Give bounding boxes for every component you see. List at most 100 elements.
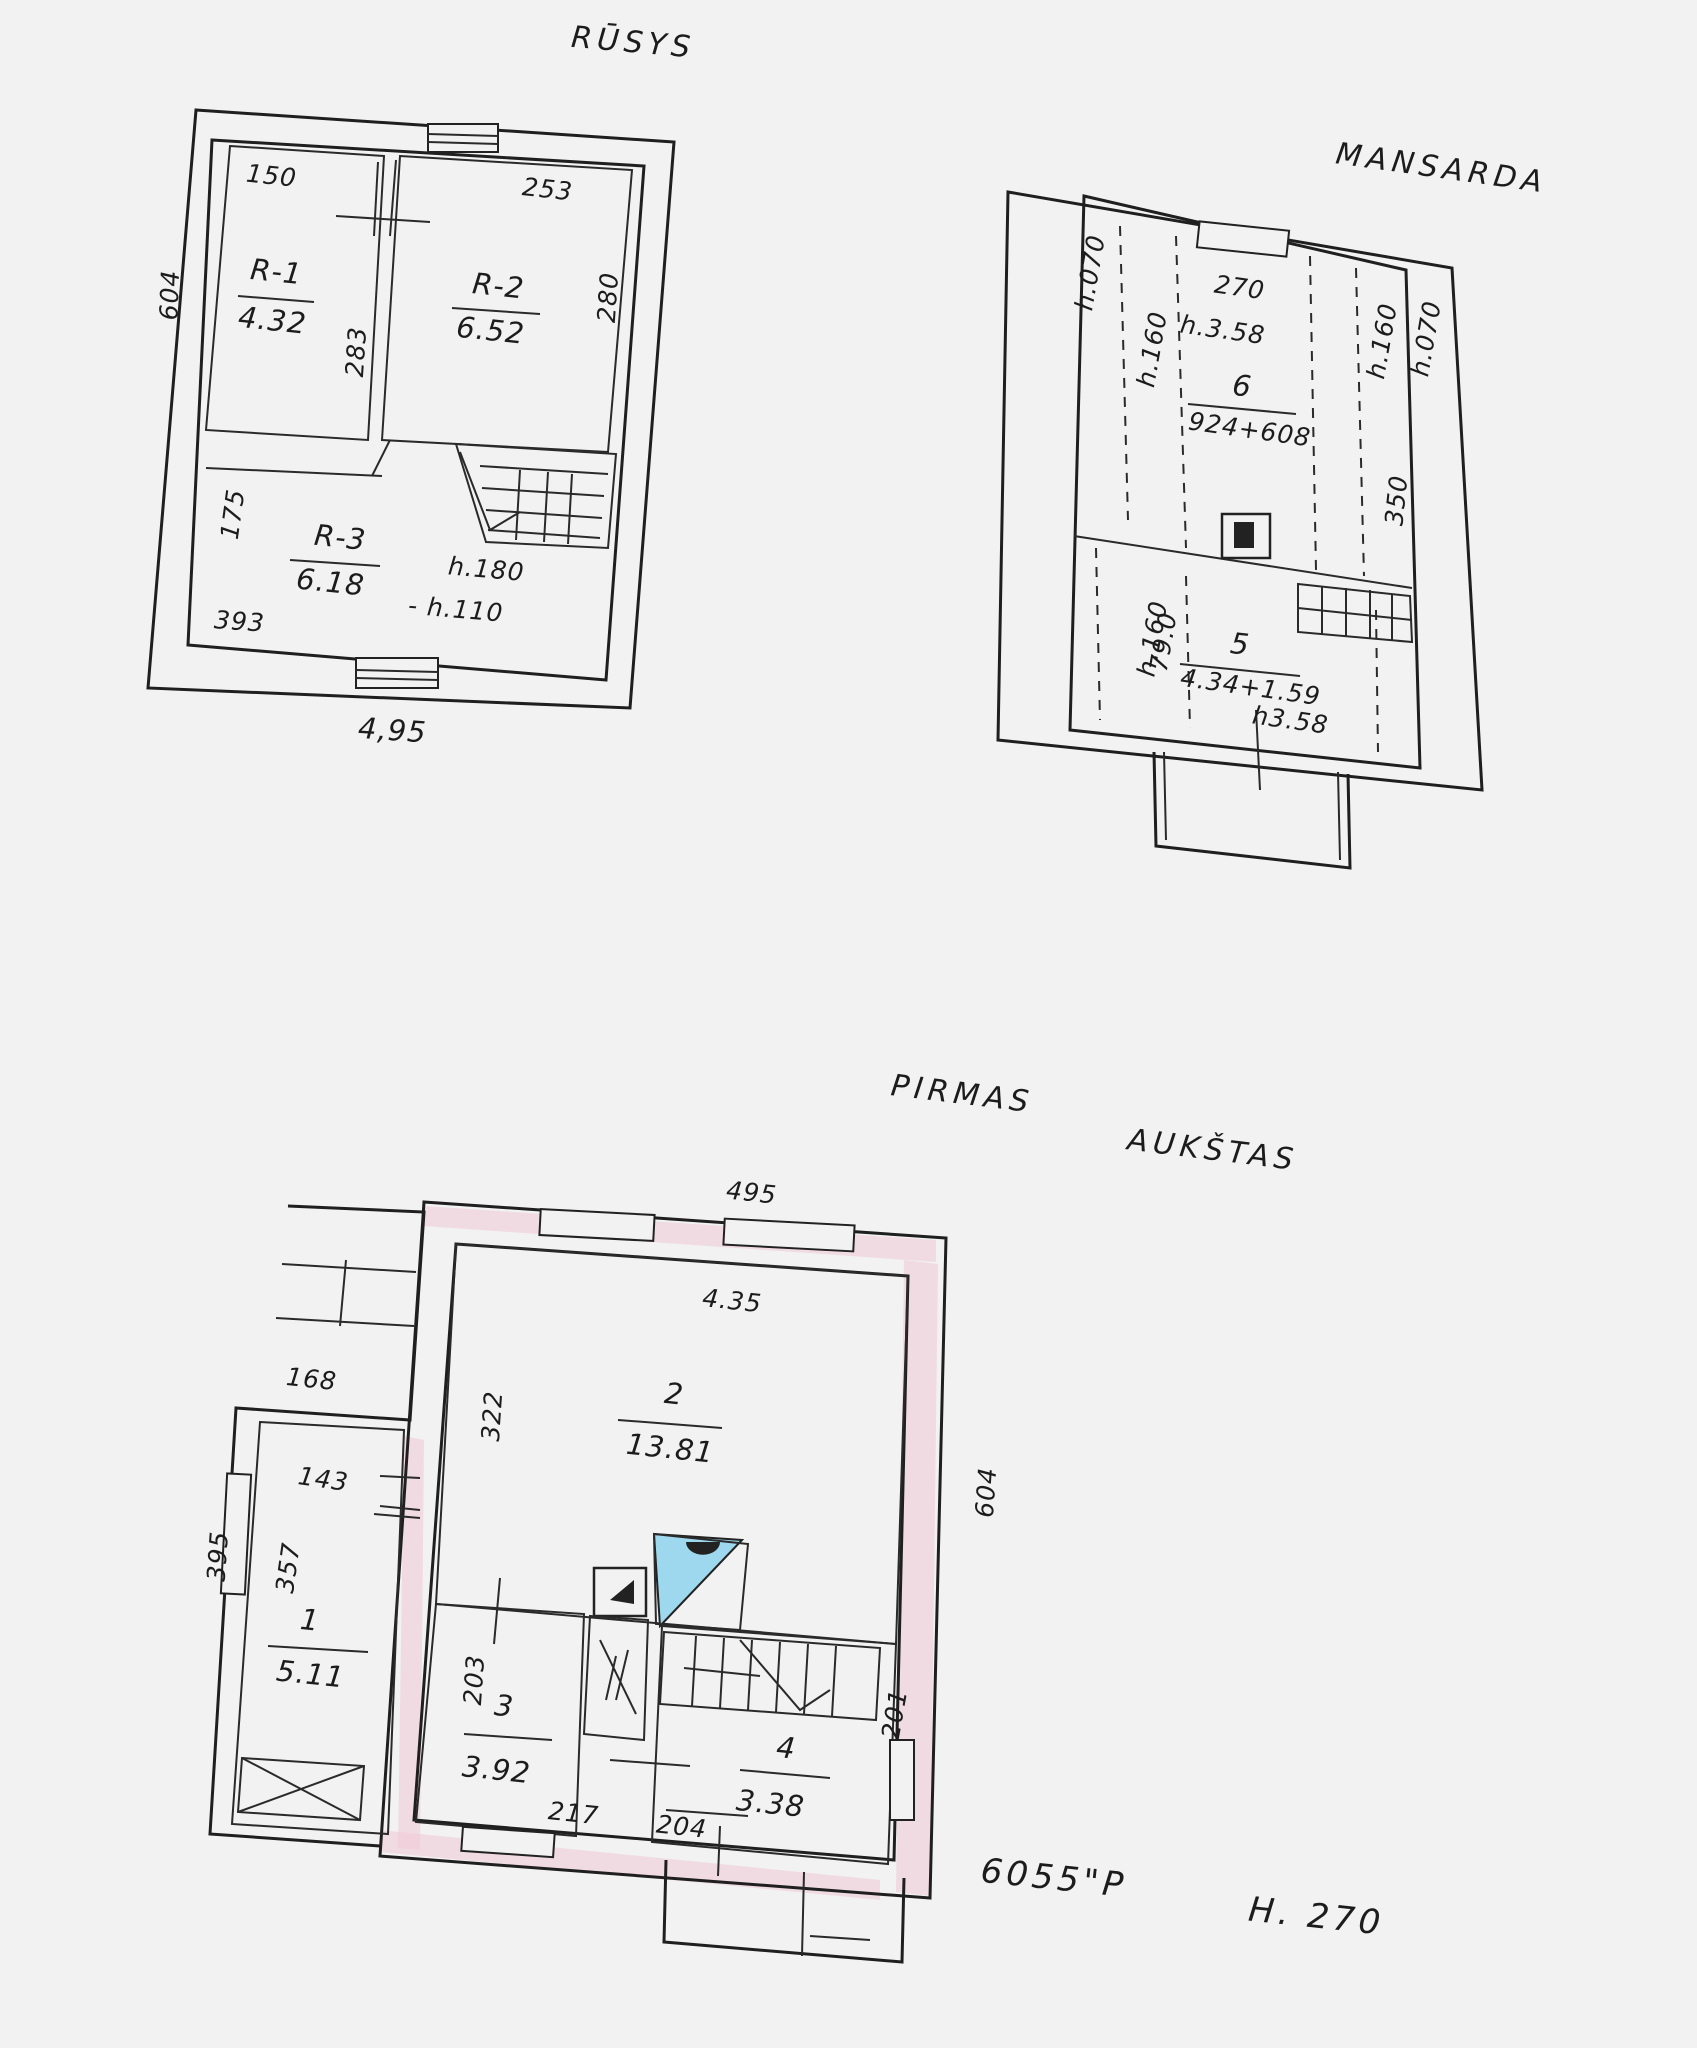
hallway-hatch: [599, 1639, 637, 1715]
attic-inner-wall: [1068, 194, 1422, 770]
attic-dashed-line-center-right: [1309, 255, 1317, 571]
room1-height-395-label: 395: [202, 1530, 234, 1583]
attic-window-top: [1195, 220, 1291, 258]
basement-height-total-label: 604: [154, 269, 185, 321]
r3-name-label: R-3: [313, 518, 368, 557]
attic-dashed-line-left: [1119, 225, 1129, 521]
room4-width-204-label: 204: [655, 1810, 708, 1844]
attic-dashed-line-right: [1355, 267, 1365, 577]
r3-area-label: 6.18: [295, 562, 367, 603]
basement-partition-1: [371, 439, 391, 477]
r3-depth-label: 175: [215, 487, 251, 541]
ground-height-total-label: 604: [970, 1466, 1002, 1519]
room3-width-217-label: 217: [547, 1796, 600, 1830]
room-r1-outline: [204, 144, 386, 442]
wall-highlight-top: [424, 1206, 936, 1262]
basement-window-bottom: [355, 657, 439, 689]
r2-name-label: R-2: [471, 266, 526, 305]
ground-window-right: [889, 1739, 915, 1821]
attic-outer-wall: [996, 190, 1484, 792]
attic-plan: MANSARDA: [996, 136, 1550, 870]
room3-name-label: 3: [493, 1688, 516, 1724]
attic-width-top-label: 270: [1213, 270, 1267, 306]
room1-name-label: 1: [299, 1602, 322, 1638]
room6-fraction-line: [1187, 403, 1297, 415]
room3-outline: [414, 1602, 586, 1838]
basement-inner-wall: [186, 138, 646, 682]
veranda-storage: [236, 1756, 366, 1822]
room3-fraction-line: [463, 1733, 553, 1741]
attic-dashed-line-bottom-left: [1095, 547, 1101, 721]
hallway-column: [582, 1614, 650, 1742]
room6-name-label: 6: [1231, 368, 1254, 404]
r3-width-label: 393: [213, 605, 266, 637]
room4-fraction-line: [739, 1769, 831, 1779]
ground-window-bottom: [460, 1825, 556, 1859]
attic-chimney: [1220, 512, 1272, 560]
room-r3-partition: [205, 467, 383, 477]
attic-dashed-line-center-left: [1175, 235, 1187, 549]
room2-area-label: 13.81: [625, 1427, 716, 1470]
r1-depth-label: 283: [340, 325, 372, 378]
wall-highlight-left: [398, 1436, 424, 1850]
ceiling-height-label: H. 270: [1247, 1890, 1387, 1944]
wall-highlight-right: [896, 1260, 938, 1896]
ground-dimension-ticks: [373, 1475, 749, 1877]
r2-depth-label: 280: [592, 271, 624, 324]
ground-window-top-2: [722, 1217, 856, 1253]
room-r2-outline: [380, 154, 634, 454]
total-area-label: 6055"P: [979, 1851, 1129, 1906]
ground-staircase: [658, 1630, 882, 1722]
attic-porch: [1152, 751, 1352, 870]
room4-name-label: 4: [775, 1730, 798, 1766]
basement-title: RŪSYS: [570, 19, 697, 66]
ground-stove: [652, 1532, 750, 1632]
room1-outline: [230, 1420, 406, 1836]
basement-staircase: [454, 442, 618, 550]
basement-height-1-label: h.180: [447, 551, 526, 587]
r1-area-label: 4.32: [237, 300, 309, 341]
ground-width-total-label: 495: [725, 1176, 778, 1210]
room4-outline: [650, 1624, 898, 1866]
basement-window-top: [427, 123, 499, 153]
basement-dimension-ticks: [335, 159, 431, 237]
room2-depth-label: 322: [476, 1390, 508, 1443]
r3-fraction-line: [289, 559, 381, 567]
ground-window-left: [219, 1472, 253, 1596]
attic-h-center-label: h.3.58: [1178, 310, 1267, 351]
basement-plan: RŪSYS 150 253 604 R-1: [146, 19, 697, 750]
veranda-outline: [208, 1204, 426, 1848]
attic-depth-right-label: 350: [1379, 474, 1413, 527]
ground-floor-plan: PIRMAS AUKŠTAS: [202, 1068, 1300, 1964]
attic-staircase: [1297, 582, 1414, 644]
basement-outer-wall: [146, 108, 676, 710]
room4-area-label: 3.38: [735, 1783, 807, 1824]
r2-fraction-line: [451, 307, 541, 315]
room5-name-label: 5: [1229, 626, 1252, 662]
veranda-width-168-label: 168: [285, 1362, 338, 1396]
attic-dashed-line-bottom-right: [1375, 609, 1379, 753]
room3-depth-label: 203: [458, 1654, 490, 1707]
room1-height-357-label: 357: [270, 1541, 306, 1595]
room3-area-label: 3.92: [461, 1749, 533, 1790]
attic-h-right-outer-label: h.070: [1405, 298, 1447, 378]
attic-room-partition: [1073, 535, 1413, 589]
room1-fraction-line: [267, 1645, 369, 1653]
r1-name-label: R-1: [249, 252, 304, 291]
room1-area-label: 5.11: [275, 1654, 347, 1695]
r1-width-label: 150: [245, 159, 298, 193]
ground-porch: [662, 1859, 906, 1964]
attic-h-left-outer-label: h.070: [1069, 232, 1111, 312]
ground-window-top-1: [538, 1207, 656, 1243]
room5-fraction-line: [1179, 663, 1301, 677]
attic-title: MANSARDA: [1334, 136, 1550, 200]
attic-h-left-inner-label: h.160: [1131, 309, 1173, 389]
attic-h-right-inner-label: h.160: [1361, 301, 1403, 381]
basement-height-2-label: - h.110: [407, 591, 505, 628]
basement-width-total-label: 4,95: [357, 711, 428, 750]
veranda-inner: [275, 1259, 417, 1327]
attic-dimension-tick: [1255, 709, 1261, 791]
room2-name-label: 2: [663, 1376, 686, 1412]
room5-area-label: 4.34+1.59: [1179, 663, 1323, 711]
